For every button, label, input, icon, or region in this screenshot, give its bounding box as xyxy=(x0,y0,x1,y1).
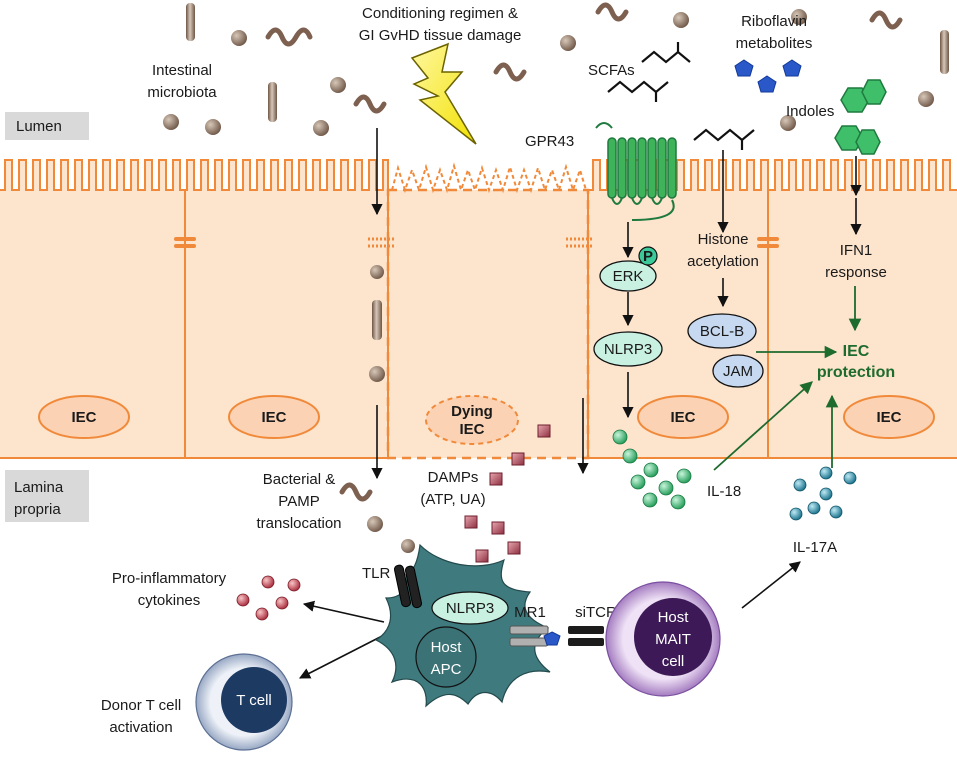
cytokine-beads xyxy=(236,575,301,621)
erk-label: ERK xyxy=(613,268,644,285)
damps-label: (ATP, UA) xyxy=(420,491,485,508)
conditioning-label: Conditioning regimen & xyxy=(362,5,518,22)
mait-label: cell xyxy=(662,653,685,670)
nlrp3-iec-label: NLRP3 xyxy=(604,341,652,358)
broken-tight-junction xyxy=(368,237,592,248)
protection-arrows xyxy=(713,286,862,471)
il18-label: IL-18 xyxy=(707,483,741,500)
t-cell-label: T cell xyxy=(236,692,272,709)
scfa-molecule-icon xyxy=(607,42,755,150)
microbiota-label: microbiota xyxy=(147,84,217,101)
damp-particles xyxy=(464,424,551,563)
conditioning-label: GI GvHD tissue damage xyxy=(359,27,522,44)
dying-cell-outline xyxy=(386,188,590,460)
iec-protection-label: IEC xyxy=(843,343,870,360)
donor-t-label: Donor T cell xyxy=(101,697,181,714)
iec-label: IEC xyxy=(71,409,96,426)
iec-nucleus xyxy=(38,395,130,439)
damps-label: DAMPs xyxy=(428,469,479,486)
bclb-label: BCL-B xyxy=(700,323,744,340)
riboflavin-icon xyxy=(734,59,802,93)
microbiota xyxy=(163,2,949,136)
mr1-molecule xyxy=(509,625,561,647)
bacteria-icon xyxy=(367,516,383,532)
dying-microvilli xyxy=(391,162,587,194)
donor-t-cell: T cell xyxy=(195,653,293,751)
lumen-region: Lumen xyxy=(5,112,89,140)
il17a-beads xyxy=(789,466,857,521)
histone-label: acetylation xyxy=(687,253,759,270)
bacteria-icon xyxy=(401,539,415,553)
scfas-label: SCFAs xyxy=(588,62,635,79)
gpr43-label: GPR43 xyxy=(525,133,574,150)
tlr-label: TLR xyxy=(362,565,391,582)
riboflavin-label: metabolites xyxy=(736,35,813,52)
il18-beads xyxy=(612,429,692,510)
host-apc: NLRP3 Host APC xyxy=(374,543,551,708)
host-apc-label: Host xyxy=(431,639,463,656)
lamina-propria-region: Lamina propria xyxy=(5,470,89,522)
lamina-label-1: Lamina xyxy=(14,479,64,496)
lightning-bolt-icon xyxy=(410,42,477,145)
riboflavin-label: Riboflavin xyxy=(741,13,807,30)
indoles-label: Indoles xyxy=(786,103,834,120)
tlr-receptor xyxy=(393,564,423,609)
mait-label: MAIT xyxy=(655,631,691,648)
nlrp3-apc-label: NLRP3 xyxy=(446,600,494,617)
dying-iec-label: Dying xyxy=(451,403,493,420)
tight-junction xyxy=(174,237,779,248)
bacterial-label: translocation xyxy=(256,515,341,532)
microbiota-label: Intestinal xyxy=(152,62,212,79)
iec-nucleus xyxy=(843,395,935,439)
jam-label: JAM xyxy=(723,363,753,380)
donor-t-label: activation xyxy=(109,719,172,736)
mait-label: Host xyxy=(658,609,690,626)
lumen-label: Lumen xyxy=(16,118,62,135)
translocating-bacteria xyxy=(369,265,385,382)
mr1-label: MR1 xyxy=(514,604,546,621)
bacterial-label: Bacterial & xyxy=(263,471,336,488)
sitcr-receptor xyxy=(568,626,604,646)
dying-nucleus xyxy=(425,395,519,445)
pro-inflammatory-label: cytokines xyxy=(138,592,201,609)
lamina-label-2: propria xyxy=(14,501,61,518)
sitcr-label: siTCR xyxy=(575,604,617,621)
iec-protection-label: protection xyxy=(817,364,895,381)
histone-label: Histone xyxy=(698,231,749,248)
indole-icon xyxy=(834,79,887,155)
mait-cell: Host MAIT cell xyxy=(605,581,721,697)
signaling-nodes: ERK P NLRP3 Histone acetylation BCL-B JA… xyxy=(593,231,895,388)
flow-arrows xyxy=(299,128,862,679)
il17a-label: IL-17A xyxy=(793,539,837,556)
iec-label: IEC xyxy=(670,409,695,426)
iec-nucleus xyxy=(228,395,320,439)
epithelium: IEC IEC Dying IEC IEC IEC xyxy=(0,159,957,460)
pro-inflammatory-label: Pro-inflammatory xyxy=(112,570,227,587)
microvilli-border xyxy=(0,159,389,191)
dying-iec-label: IEC xyxy=(459,421,484,438)
ifn1-label: IFN1 xyxy=(840,242,873,259)
phospho-label: P xyxy=(643,248,653,265)
gpr43-receptor xyxy=(595,122,677,221)
bacteria-icon xyxy=(339,482,373,502)
iec-nucleus xyxy=(637,395,729,439)
ifn1-label: response xyxy=(825,264,887,281)
bacterial-label: PAMP xyxy=(278,493,319,510)
iec-label: IEC xyxy=(261,409,286,426)
iec-label: IEC xyxy=(876,409,901,426)
host-apc-label: APC xyxy=(431,661,462,678)
